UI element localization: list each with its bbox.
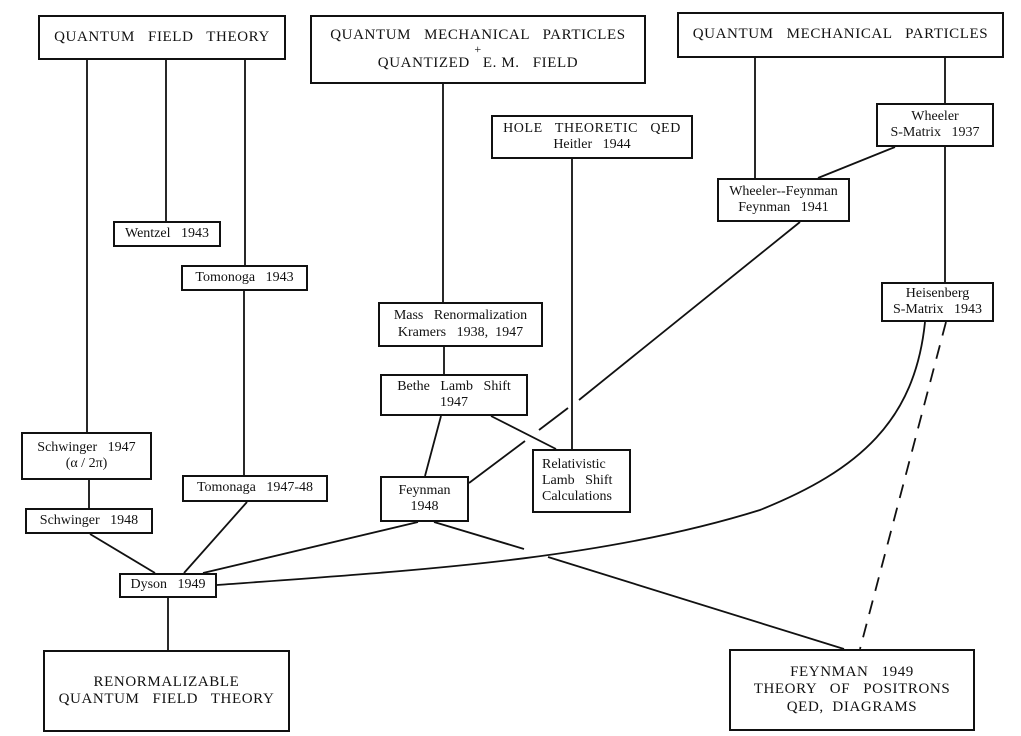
node-label: RENORMALIZABLE [93, 673, 240, 690]
node-label: Kramers 1938, 1947 [397, 324, 524, 340]
node-label: Heisenberg [905, 285, 970, 301]
node-schwinger-1947: Schwinger 1947 (α / 2π) [21, 432, 152, 480]
node-label: Lamb Shift [542, 472, 613, 488]
edge-heisenberg-to-dyson-curve [216, 321, 926, 586]
node-quantum-field-theory: QUANTUM FIELD THEORY [38, 15, 286, 60]
node-label: Feynman [398, 482, 451, 498]
node-label: FEYNMAN 1949 [790, 664, 914, 681]
node-schwinger-1948: Schwinger 1948 [25, 508, 153, 534]
node-label: 1947 [440, 395, 468, 410]
edge-feynman1948-to-dyson [202, 521, 419, 574]
edge-bethe-to-feynman1948 [424, 415, 442, 477]
node-tomonaga-1947-48: Tomonaga 1947-48 [182, 475, 328, 502]
node-label: S-Matrix 1937 [890, 125, 980, 140]
edge-schwinger1948-to-dyson [89, 533, 156, 574]
node-label: THEORY OF POSITRONS [753, 681, 951, 698]
node-heisenberg-s-matrix-1943: Heisenberg S-Matrix 1943 [881, 282, 994, 322]
node-wentzel-1943: Wentzel 1943 [113, 221, 221, 247]
node-label: QUANTUM FIELD THEORY [58, 691, 275, 707]
node-relativistic-lamb-shift: Relativistic Lamb Shift Calculations [532, 449, 631, 513]
node-mass-renormalization-kramers: Mass Renormalization Kramers 1938, 1947 [378, 302, 543, 347]
edge-wheeler-feynman-to-feynman1948-b [538, 407, 569, 431]
node-label: QUANTUM FIELD THEORY [54, 28, 270, 45]
node-label: Schwinger 1947 [37, 439, 136, 455]
node-wheeler-feynman-1941: Wheeler--Feynman Feynman 1941 [717, 178, 850, 222]
node-label: (α / 2π) [65, 456, 108, 471]
node-label: Relativistic [542, 456, 606, 472]
node-label: Tomonoga 1943 [195, 269, 294, 285]
node-dyson-1949: Dyson 1949 [119, 573, 217, 598]
node-label: + [474, 42, 482, 57]
node-wheeler-s-matrix-1937: Wheeler S-Matrix 1937 [876, 103, 994, 147]
edge-heisenberg-to-feynman1949-dashed [859, 321, 947, 650]
edge-feynman1948-to-feynman1949-a [433, 521, 525, 550]
node-label: QED, DIAGRAMS [786, 698, 918, 715]
node-renormalizable-qft: RENORMALIZABLE QUANTUM FIELD THEORY [43, 650, 290, 732]
node-label: Bethe Lamb Shift [397, 378, 511, 394]
edge-bethe-to-relativistic [490, 415, 557, 450]
node-label: Mass Renormalization [393, 308, 528, 324]
node-label: S-Matrix 1943 [892, 302, 983, 317]
node-label: Feynman 1941 [738, 200, 829, 215]
node-bethe-lamb-shift-1947: Bethe Lamb Shift 1947 [380, 374, 528, 416]
edge-feynman1948-to-feynman1949-b [547, 556, 845, 650]
node-label: Schwinger 1948 [39, 512, 139, 528]
node-label: QUANTUM MECHANICAL PARTICLES [692, 26, 989, 43]
node-qm-particles: QUANTUM MECHANICAL PARTICLES [677, 12, 1004, 58]
edge-wheeler-feynman-to-feynman1948-c [468, 440, 526, 484]
edge-tomonaga194748-to-dyson [183, 501, 248, 574]
node-label: QUANTUM MECHANICAL PARTICLES [330, 26, 626, 43]
edge-wheeler-feynman-to-feynman1948-a [578, 221, 801, 401]
node-feynman-1948: Feynman 1948 [380, 476, 469, 522]
node-label: Dyson 1949 [130, 577, 206, 593]
node-feynman-1949-positrons: FEYNMAN 1949 THEORY OF POSITRONS QED, DI… [729, 649, 975, 731]
node-label: Wheeler [911, 108, 959, 124]
node-label: 1948 [410, 499, 439, 514]
node-label: Tomonaga 1947-48 [196, 480, 314, 496]
node-label: Heitler 1944 [553, 137, 631, 152]
node-label: Wentzel 1943 [124, 225, 209, 241]
node-label: QUANTIZED E. M. FIELD [377, 54, 579, 71]
node-label: Calculations [542, 489, 612, 505]
node-tomonoga-1943: Tomonoga 1943 [181, 265, 308, 291]
node-hole-theoretic-qed: HOLE THEORETIC QED Heitler 1944 [491, 115, 693, 159]
node-label: Wheeler--Feynman [729, 183, 838, 199]
node-qm-particles-quantized-em-field: QUANTUM MECHANICAL PARTICLES + QUANTIZED… [310, 15, 646, 84]
edge-wheeler-s-to-wheeler-feynman [817, 146, 896, 179]
node-label: HOLE THEORETIC QED [503, 120, 681, 136]
